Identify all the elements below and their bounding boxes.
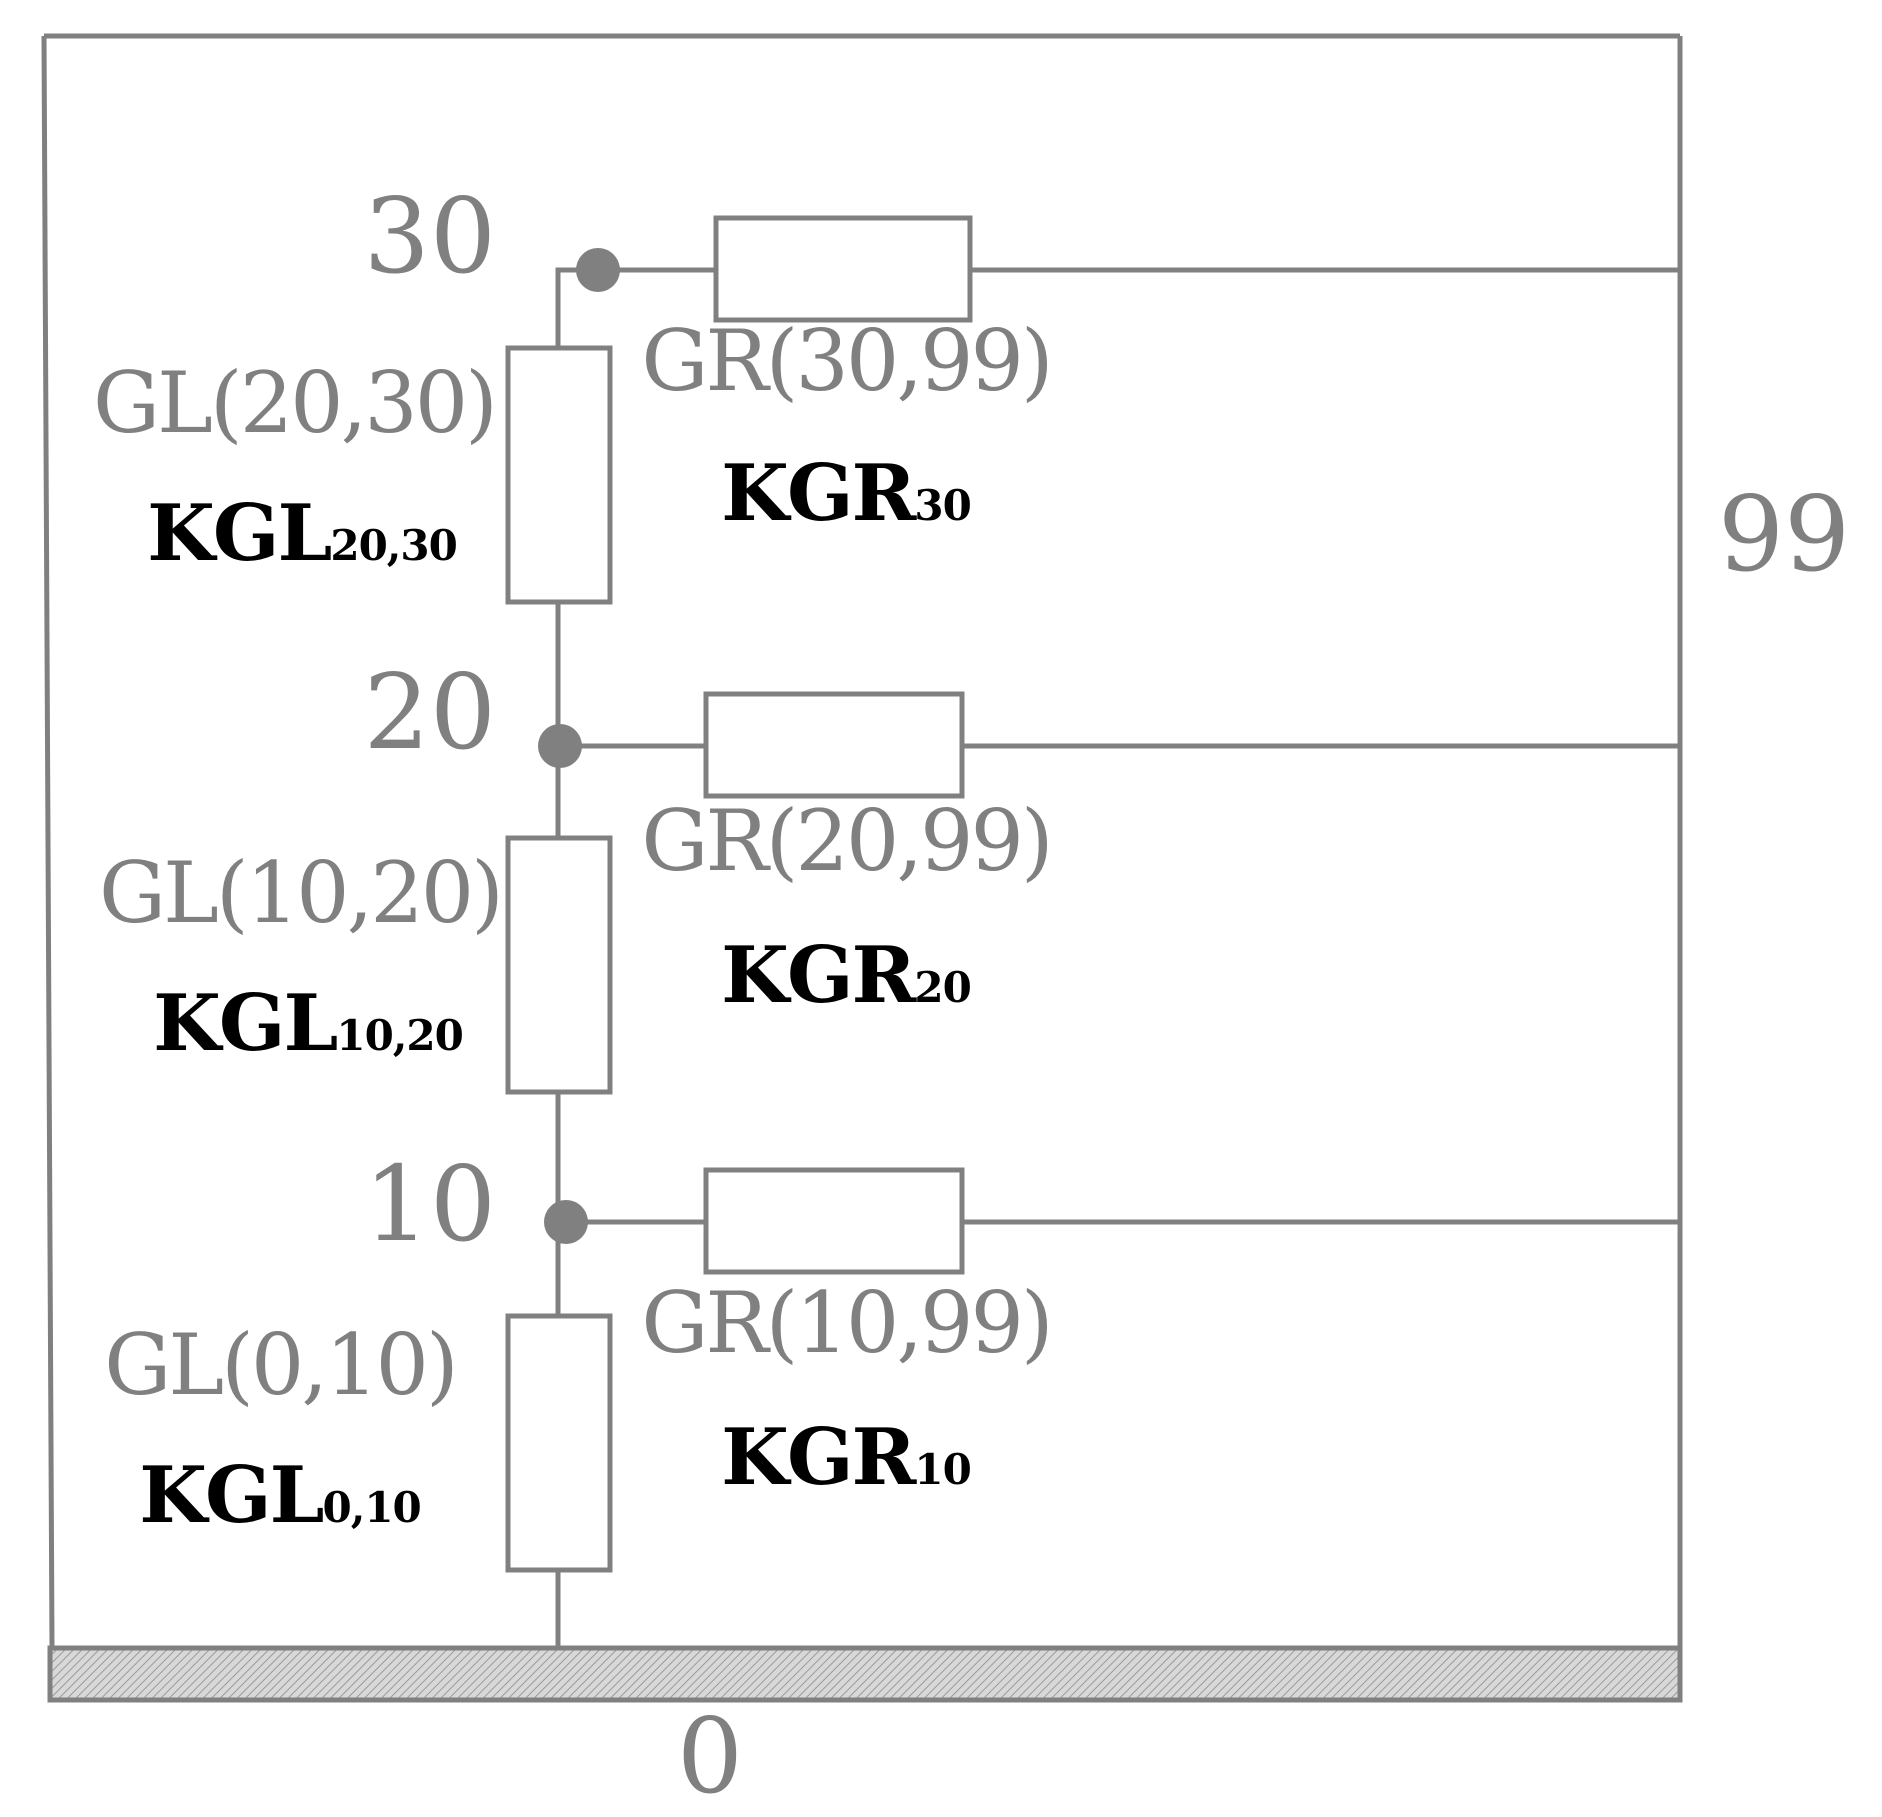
kgl-subscript: 20,30	[330, 521, 457, 570]
kgl-main: KGL	[139, 1450, 323, 1541]
node-label-0: 0	[677, 1695, 743, 1817]
node-label-99: 99	[1718, 473, 1850, 595]
gr-label-30-99: GR(30,99)	[641, 312, 1050, 410]
gl-label-10-20: GL(10,20)	[99, 844, 501, 942]
kgr-main: KGR	[721, 1412, 917, 1503]
ground-bar-node-0	[47, 1645, 1683, 1703]
resistor-gl-0-10	[505, 1313, 613, 1573]
resistor-gr-30-99	[713, 215, 973, 323]
kgr-main: KGR	[721, 448, 917, 539]
kgl-label-20-30: KGL20,30	[147, 488, 457, 579]
kgl-subscript: 0,10	[322, 1483, 420, 1532]
kgl-main: KGL	[153, 978, 337, 1069]
gl-label-20-30: GL(20,30)	[93, 354, 495, 452]
kgl-label-10-20: KGL10,20	[153, 978, 463, 1069]
kgl-label-0-10: KGL0,10	[139, 1450, 421, 1541]
kgr-label-10: KGR10	[721, 1412, 971, 1503]
left-border-wire	[41, 35, 55, 1649]
kgr-label-30: KGR30	[721, 448, 971, 539]
junction-node-10	[544, 1200, 588, 1244]
kgl-subscript: 10,20	[336, 1011, 463, 1060]
gr-label-20-99: GR(20,99)	[641, 792, 1050, 890]
kgr-main: KGR	[721, 930, 917, 1021]
junction-node-20	[538, 724, 582, 768]
node-label-30: 30	[364, 175, 496, 297]
resistor-gr-20-99	[703, 691, 965, 799]
kgr-label-20: KGR20	[721, 930, 971, 1021]
resistor-gl-10-20	[505, 835, 613, 1095]
kgr-subscript: 20	[914, 963, 970, 1012]
node-label-20: 20	[364, 651, 496, 773]
resistor-gr-10-99	[703, 1167, 965, 1275]
kgr-subscript: 10	[914, 1445, 970, 1494]
kgl-main: KGL	[147, 488, 331, 579]
kgr-subscript: 30	[914, 481, 970, 530]
gr-label-10-99: GR(10,99)	[641, 1274, 1050, 1372]
resistor-gl-20-30	[505, 345, 613, 605]
node-label-10: 10	[364, 1143, 496, 1265]
junction-node-30	[576, 248, 620, 292]
gl-label-0-10: GL(0,10)	[104, 1316, 455, 1414]
